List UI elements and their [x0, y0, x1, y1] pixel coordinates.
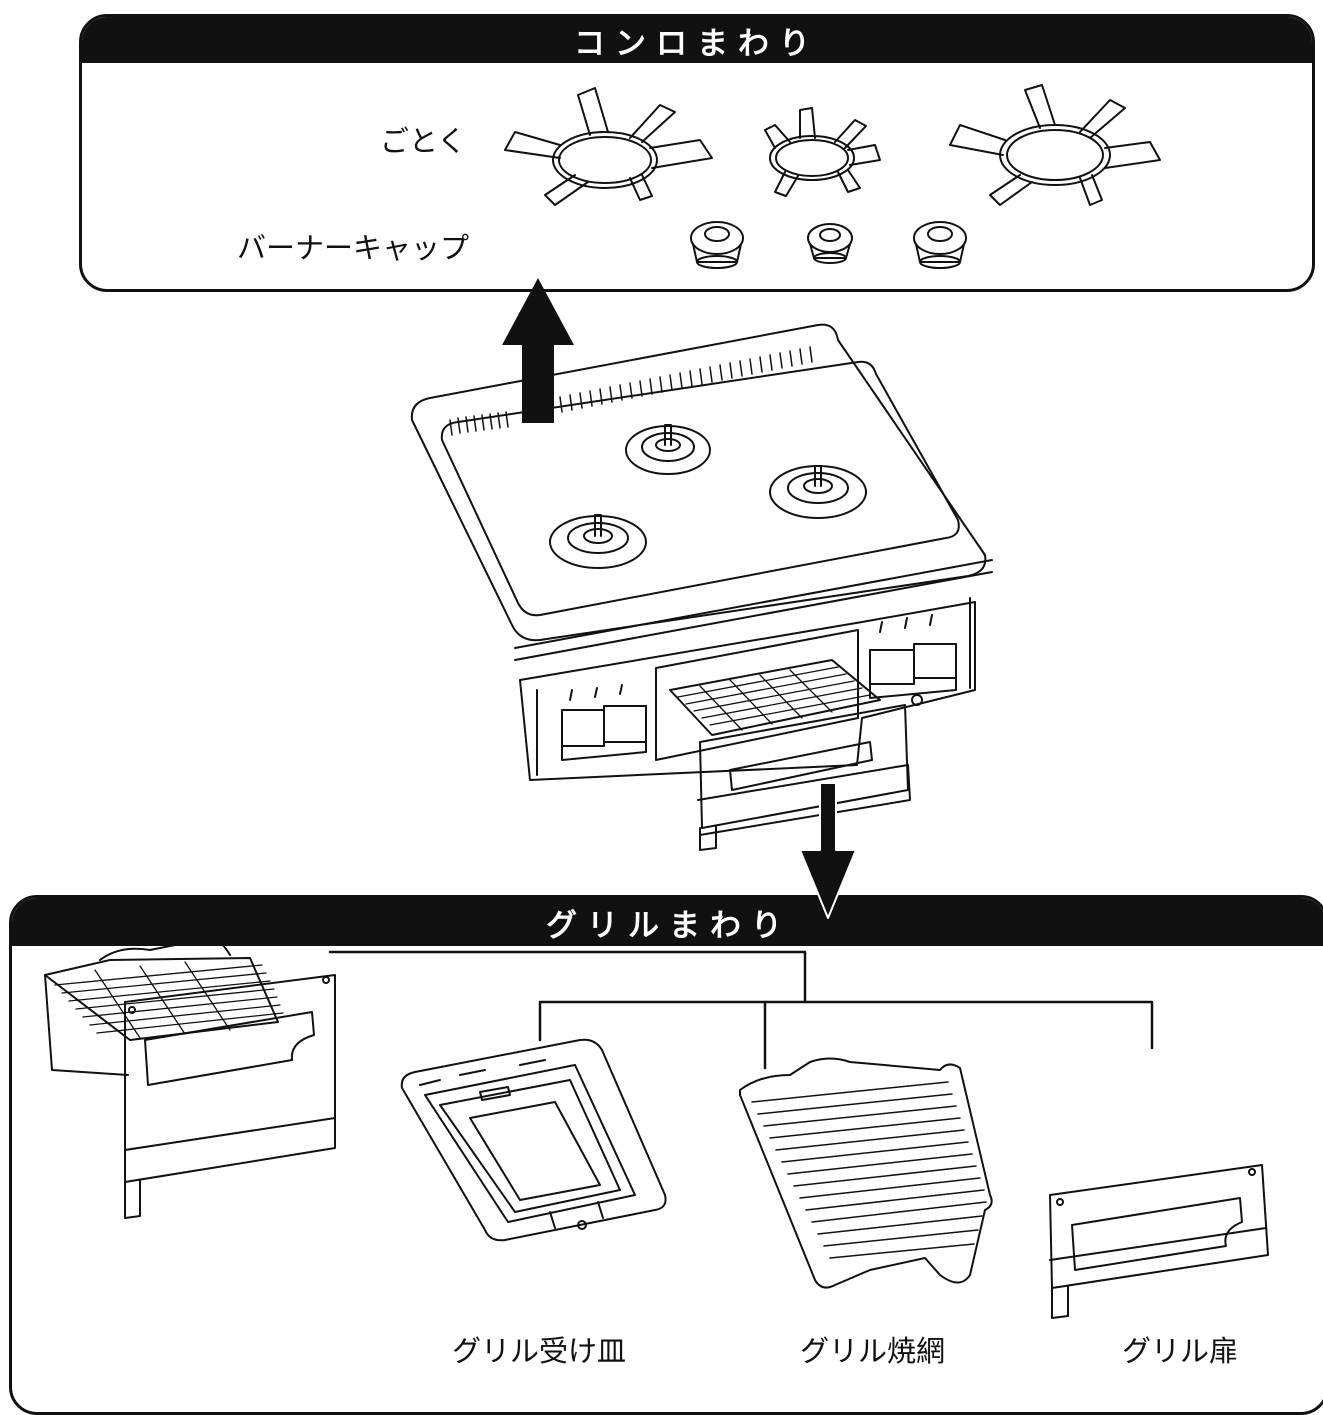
grill-drip-pan-illustration [400, 1038, 667, 1242]
grill-grate-label: グリル焼網 [800, 1334, 946, 1368]
arrow-up-icon [502, 278, 574, 423]
trivet-icon-left [504, 87, 713, 206]
grill-door-illustration [1049, 1164, 1269, 1319]
gas-stove-illustration [410, 323, 993, 851]
grill-parts-title: グリルまわり [12, 898, 1323, 946]
stove-parts-title: コンロまわり [82, 17, 1312, 63]
grill-door-label: グリル扉 [1122, 1334, 1239, 1368]
burner-cap-label: バーナーキャップ [237, 231, 470, 265]
burner-cap-icon-center [807, 223, 853, 264]
grill-grate-illustration [739, 1057, 993, 1289]
grill-assembly-illustration [44, 936, 336, 1219]
arrow-down-icon [799, 782, 857, 919]
connector-lines [328, 950, 1154, 1070]
trivet-icon-center [764, 107, 881, 197]
grill-drip-pan-label: グリル受け皿 [452, 1334, 627, 1368]
grill-parts-panel: グリルまわり [9, 895, 1323, 1415]
trivet-icon-right [949, 84, 1161, 206]
burner-cap-icon-left [690, 221, 744, 269]
burner-cap-icon-right [913, 221, 967, 269]
trivet-label: ごとく [380, 124, 467, 158]
